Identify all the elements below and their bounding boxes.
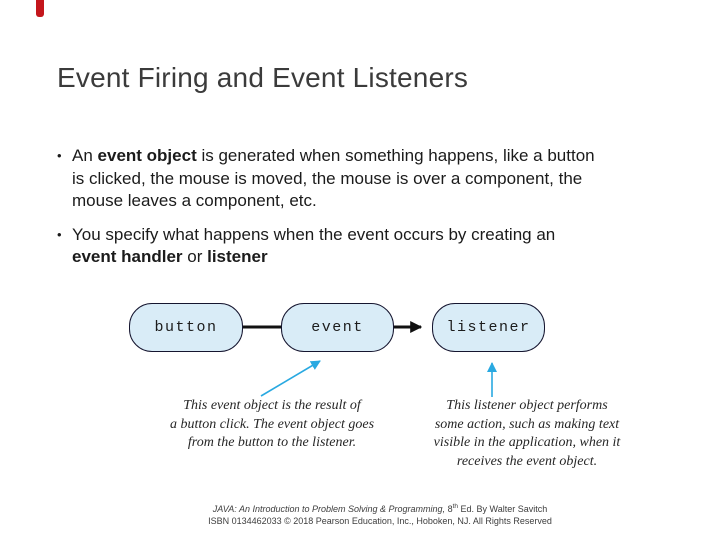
bullet-line: You specify what happens when the event … <box>72 224 556 244</box>
page-title: Event Firing and Event Listeners <box>57 62 469 93</box>
bullet-line: event handler or listener <box>72 247 268 266</box>
citation-line-1: JAVA: An Introduction to Problem Solving… <box>212 503 548 514</box>
pointer-arrow-to-event <box>260 360 321 397</box>
annotation-line: receives the event object. <box>456 453 598 469</box>
list-item: • An event object is generated when some… <box>57 145 697 213</box>
diagram-node-event: event <box>281 303 394 352</box>
annotation-left: This event object is the result of a but… <box>147 397 397 453</box>
annotation-line: visible in the application, when it <box>433 435 621 450</box>
red-marker-icon <box>36 0 44 17</box>
annotation-line: This listener object performs <box>446 398 608 413</box>
bullet-icon: • <box>57 148 62 163</box>
node-label: event <box>311 319 364 336</box>
bullet-list: • An event object is generated when some… <box>57 145 697 269</box>
annotation-line: from the button to the listener. <box>187 435 357 450</box>
bullet-line: is clicked, the mouse is moved, the mous… <box>72 168 583 188</box>
citation-line-2: ISBN 0134462033 © 2018 Pearson Education… <box>208 515 552 526</box>
diagram-node-listener: listener <box>432 303 545 352</box>
annotation-line: This event object is the result of <box>183 398 361 413</box>
footer-citation: JAVA: An Introduction to Problem Solving… <box>100 503 660 527</box>
node-label: listener <box>446 319 531 336</box>
bullet-line: An event object is generated when someth… <box>72 146 595 165</box>
bullet-icon: • <box>57 226 62 242</box>
bullet-line: mouse leaves a component, etc. <box>72 191 317 210</box>
node-label: button <box>154 319 218 336</box>
annotation-line: a button click. The event object goes <box>169 416 375 432</box>
annotation-right: This listener object performs some actio… <box>412 397 642 471</box>
annotation-line: some action, such as making text <box>434 416 620 432</box>
list-item: • You specify what happens when the even… <box>57 224 697 269</box>
diagram-node-button: button <box>129 303 243 352</box>
